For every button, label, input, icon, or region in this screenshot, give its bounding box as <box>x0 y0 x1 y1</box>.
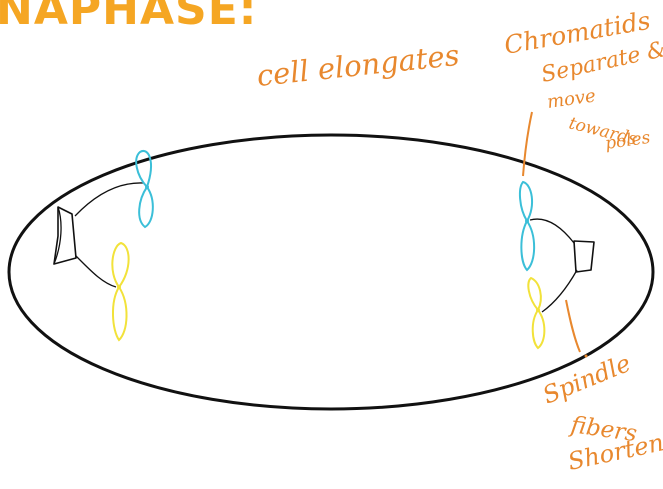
right-centrosome <box>573 240 595 273</box>
left-centrosome-edge <box>53 206 62 265</box>
annotation-chromatids-line-3: move <box>546 85 597 113</box>
left-blue-chromatid <box>135 149 154 229</box>
right-spindle-fiber-lower <box>541 269 578 313</box>
annotation-cell-elongates: cell elongates <box>255 38 461 93</box>
right-spindle-fiber-upper <box>529 218 575 244</box>
chromatid-pointer-line <box>522 111 533 177</box>
cell-outline <box>7 133 655 411</box>
spindle-pointer-dot <box>584 354 588 358</box>
left-centrosome <box>53 206 77 265</box>
annotation-chromatids: Chromatids Separate & move towards poles <box>502 6 663 154</box>
left-yellow-chromatid <box>111 241 130 342</box>
page-title: NAPHASE: <box>0 0 257 35</box>
spindle-pointer-line <box>565 299 581 353</box>
right-blue-chromatid <box>518 180 536 272</box>
left-spindle-fiber-upper <box>74 182 144 217</box>
annotation-spindle-line-1: Spindle <box>539 349 635 409</box>
right-yellow-chromatid <box>527 276 546 350</box>
left-spindle-fiber-lower <box>75 255 117 288</box>
